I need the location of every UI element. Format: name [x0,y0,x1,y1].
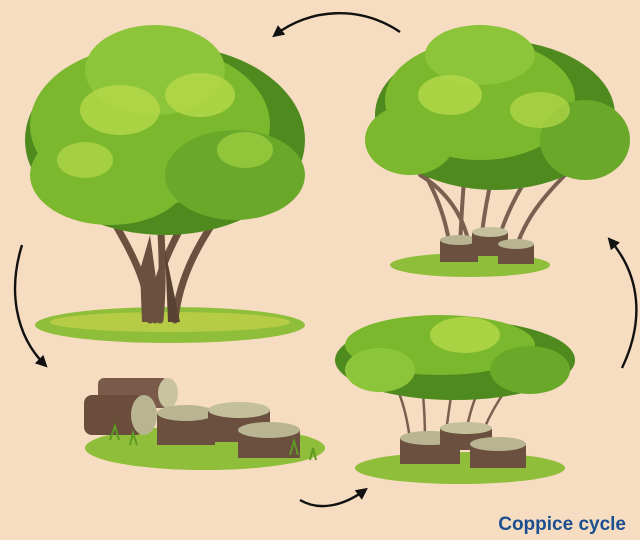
multi-stem-tree-icon [365,25,630,277]
young-shoots-icon [335,315,575,484]
caption: Coppice cycle [498,514,626,536]
mature-tree-icon [25,25,305,343]
arrow-to-coppiced-stand [610,240,636,368]
cut-stumps-icon [84,378,325,470]
arrow-to-felled-stumps [15,245,45,365]
arrow-to-regrowth [300,490,365,506]
arrow-to-mature-tree [275,13,400,35]
